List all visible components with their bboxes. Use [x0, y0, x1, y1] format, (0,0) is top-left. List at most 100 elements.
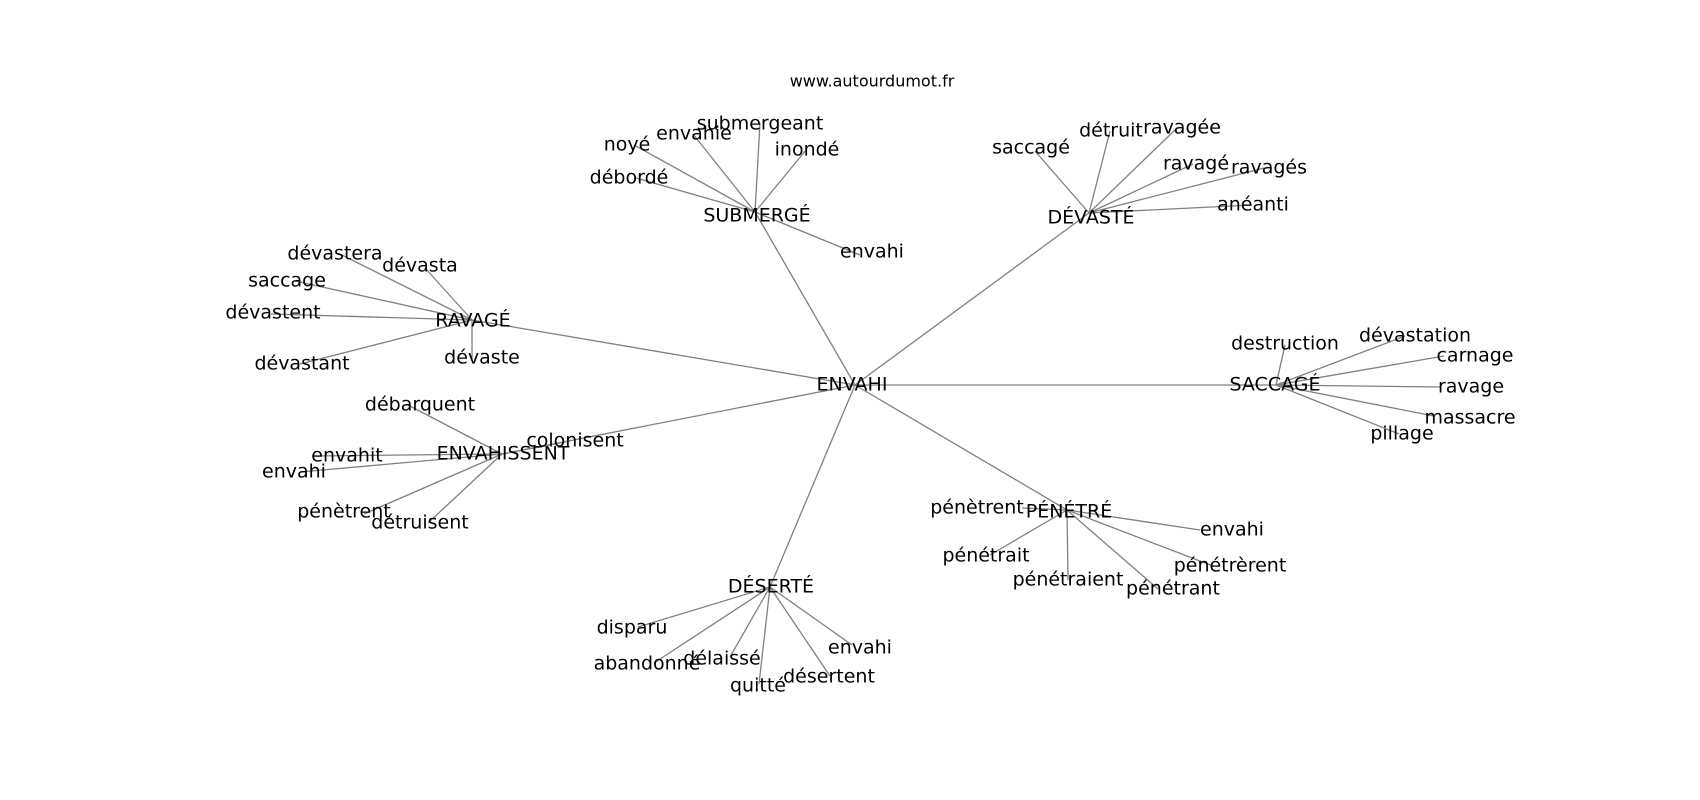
edge-cluster-to-word — [1275, 384, 1400, 435]
related-word[interactable]: envahi — [828, 637, 892, 659]
edge-cluster-to-word — [1275, 384, 1442, 388]
graph-edges — [270, 122, 1445, 685]
related-word[interactable]: noyé — [604, 134, 651, 156]
edge-cluster-to-word — [754, 149, 807, 213]
edge-cluster-to-word — [339, 253, 473, 321]
edge-cluster-to-word — [311, 453, 503, 457]
edge-cluster-to-word — [427, 453, 503, 524]
related-word[interactable]: dévastant — [254, 353, 349, 375]
site-url[interactable]: www.autourdumot.fr — [790, 72, 955, 91]
edge-center-to-cluster — [471, 319, 856, 386]
related-word[interactable]: ravage — [1438, 376, 1504, 398]
related-word[interactable]: pénétrant — [1126, 578, 1220, 600]
cluster-word[interactable]: PÉNÉTRÉ — [1026, 500, 1113, 523]
cluster-word[interactable]: SUBMERGÉ — [703, 204, 810, 227]
related-word[interactable]: pénétrèrent — [1174, 555, 1287, 577]
edge-cluster-to-word — [754, 122, 761, 213]
edge-cluster-to-word — [1275, 335, 1406, 386]
edge-cluster-to-word — [637, 586, 771, 628]
related-word[interactable]: destruction — [1231, 333, 1339, 355]
edge-cluster-to-word — [1275, 384, 1435, 417]
related-word[interactable]: envahit — [311, 445, 382, 467]
cluster-word[interactable]: RAVAGÉ — [435, 309, 510, 332]
related-word[interactable]: pénètrent — [297, 501, 391, 523]
center-word[interactable]: ENVAHI — [817, 374, 888, 396]
related-word[interactable]: pénétrait — [942, 545, 1029, 567]
related-word[interactable]: désertent — [783, 666, 875, 688]
edge-center-to-cluster — [754, 211, 856, 386]
related-word[interactable]: pénètrent — [930, 497, 1024, 519]
edge-cluster-to-word — [424, 267, 473, 321]
graph-labels: www.autourdumot.fr ENVAHI SUBMERGÉ submerg… — [225, 72, 1515, 697]
edge-cluster-to-word — [1088, 163, 1194, 214]
edge-cluster-to-word — [635, 177, 756, 213]
related-word[interactable]: pénétraient — [1013, 569, 1124, 591]
related-word[interactable]: ravagée — [1143, 117, 1221, 139]
edge-cluster-to-word — [1021, 507, 1068, 511]
related-word[interactable]: pillage — [1370, 423, 1433, 445]
edge-cluster-to-word — [294, 280, 473, 321]
edge-cluster-to-word — [769, 586, 831, 677]
edge-cluster-to-word — [653, 586, 771, 664]
related-word[interactable]: débordé — [590, 167, 669, 189]
edge-cluster-to-word — [989, 509, 1068, 556]
edge-cluster-to-word — [299, 319, 473, 365]
related-word[interactable]: dévastera — [287, 243, 382, 265]
edge-cluster-to-word — [1066, 509, 1159, 590]
related-word[interactable]: saccage — [248, 270, 326, 292]
edge-center-to-cluster — [854, 212, 1090, 386]
related-word[interactable]: quitté — [730, 675, 786, 697]
edge-cluster-to-word — [1088, 127, 1178, 214]
edge-cluster-to-word — [692, 133, 756, 213]
related-word[interactable]: massacre — [1424, 407, 1515, 429]
related-word[interactable]: saccagé — [992, 137, 1070, 159]
edge-cluster-to-word — [1066, 509, 1201, 531]
related-word[interactable]: détruisent — [371, 512, 468, 534]
edge-cluster-to-word — [758, 586, 771, 685]
edge-cluster-to-word — [754, 211, 861, 256]
related-word[interactable]: envahi — [840, 241, 904, 263]
edge-cluster-to-word — [1034, 150, 1090, 214]
related-word[interactable]: abandonné — [594, 653, 701, 675]
related-word[interactable]: dévasta — [382, 255, 458, 277]
related-word[interactable]: dévaste — [444, 347, 520, 369]
related-word[interactable]: envahie — [656, 123, 732, 145]
related-word[interactable]: submergeant — [697, 113, 824, 135]
related-word[interactable]: dévastent — [225, 302, 320, 324]
cluster-word[interactable]: SACCAGÉ — [1229, 373, 1320, 396]
related-word[interactable]: délaissé — [683, 648, 760, 670]
cluster-word[interactable]: DÉSERTÉ — [728, 575, 814, 598]
edge-cluster-to-word — [1066, 509, 1069, 581]
edge-cluster-to-word — [729, 586, 771, 658]
edge-cluster-to-word — [1088, 130, 1111, 214]
edge-center-to-cluster — [854, 384, 1068, 511]
related-word[interactable]: débarquent — [365, 394, 475, 416]
edge-cluster-to-word — [769, 586, 853, 646]
edge-cluster-to-word — [363, 453, 503, 515]
related-word[interactable]: détruit — [1079, 120, 1143, 142]
related-word[interactable]: colonisent — [526, 430, 623, 452]
edge-cluster-to-word — [1088, 167, 1265, 214]
related-word[interactable]: disparu — [597, 617, 668, 639]
edge-cluster-to-word — [407, 404, 503, 455]
related-word[interactable]: carnage — [1436, 345, 1513, 367]
edge-cluster-to-word — [633, 144, 756, 213]
edge-center-to-cluster — [769, 384, 856, 588]
cluster-word[interactable]: DÉVASTÉ — [1047, 206, 1134, 229]
edge-cluster-to-word — [1088, 204, 1253, 214]
edge-cluster-to-word — [1066, 509, 1214, 567]
related-word[interactable]: ravagé — [1163, 153, 1229, 175]
related-word[interactable]: dévastation — [1359, 325, 1471, 347]
related-word[interactable]: anéanti — [1217, 194, 1289, 216]
edge-cluster-to-word — [1275, 355, 1445, 386]
related-word[interactable]: envahi — [262, 461, 326, 483]
cluster-word[interactable]: ENVAHISSENT — [437, 443, 570, 465]
related-word[interactable]: ravagés — [1231, 157, 1307, 179]
edge-cluster-to-word — [1275, 344, 1286, 386]
edge-cluster-to-word — [270, 313, 473, 321]
edge-cluster-to-word — [501, 440, 571, 455]
related-word[interactable]: inondé — [775, 139, 840, 161]
edge-cluster-to-word — [299, 453, 503, 473]
related-word[interactable]: envahi — [1200, 519, 1264, 541]
